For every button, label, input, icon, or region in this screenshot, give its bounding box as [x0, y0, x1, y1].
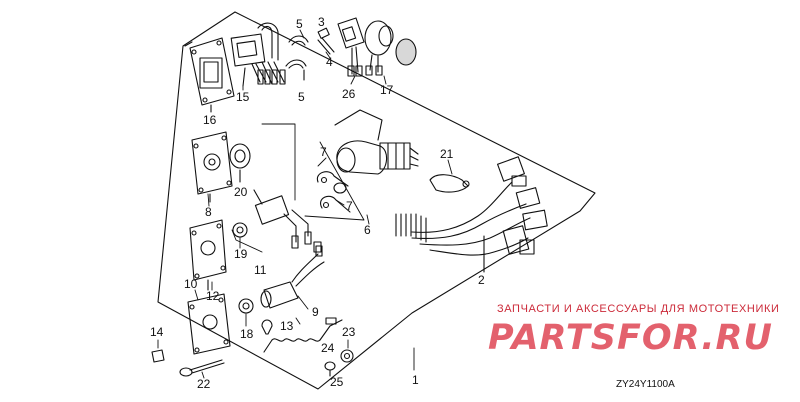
panel-12 — [189, 219, 227, 291]
key-7a — [316, 171, 349, 187]
band-clip-21 — [429, 174, 470, 193]
callout-2: 2 — [478, 273, 485, 287]
callout-20: 20 — [234, 185, 248, 199]
callout-17: 17 — [380, 83, 394, 97]
callout-labels: 1 2 3 4 5 5 6 7 7 8 9 10 11 12 13 14 15 … — [150, 15, 485, 391]
callout-15: 15 — [236, 90, 250, 104]
callout-25: 25 — [330, 375, 344, 389]
ring-6 — [333, 182, 347, 194]
clip-13 — [261, 319, 273, 335]
switch-15 — [230, 22, 286, 87]
callout-12: 12 — [206, 289, 220, 303]
callout-5a: 5 — [296, 17, 303, 31]
wire-harness-2 — [395, 156, 548, 273]
coil-wire-13 — [263, 317, 343, 353]
buzzer-17 — [364, 20, 417, 76]
nut-18 — [238, 298, 254, 314]
assembly-outline — [157, 11, 596, 390]
callout-22: 22 — [197, 377, 211, 391]
watermark-logo: PARTSFOR.RU — [488, 318, 773, 358]
callout-24: 24 — [321, 341, 335, 355]
diagram-code: ZY24Y1100A — [616, 379, 675, 390]
callout-3: 3 — [318, 15, 325, 29]
panel-16 — [189, 37, 235, 113]
toggle-switch-11 — [253, 189, 322, 253]
clips-5 — [285, 35, 309, 81]
callout-10: 10 — [184, 277, 198, 291]
callout-1: 1 — [412, 373, 419, 387]
screw-22 — [179, 359, 225, 377]
callout-13: 13 — [280, 319, 294, 333]
watermark-tagline: ЗАПЧАСТИ И АКСЕССУАРЫ ДЛЯ МОТОТЕХНИКИ — [497, 303, 780, 315]
callout-18: 18 — [240, 327, 254, 341]
leader-lines — [157, 29, 453, 379]
clip-nut-14 — [151, 349, 165, 363]
callout-21: 21 — [440, 147, 454, 161]
ignition-switch-6 — [334, 109, 419, 175]
nut-19 — [232, 222, 248, 238]
callout-6: 6 — [364, 223, 371, 237]
bolt-3 — [317, 27, 330, 39]
washer-24 — [324, 361, 336, 371]
pin-4 — [317, 37, 335, 55]
callout-11: 11 — [254, 263, 267, 277]
callout-26: 26 — [342, 87, 356, 101]
callout-7a: 7 — [320, 145, 327, 159]
grommet-20 — [229, 143, 251, 169]
callout-14: 14 — [150, 325, 164, 339]
panel-10 — [187, 293, 231, 355]
callout-19: 19 — [234, 247, 248, 261]
switch-26 — [337, 17, 365, 77]
bracket-6 — [304, 141, 365, 221]
panel-8 — [191, 131, 233, 203]
nut-23 — [340, 349, 354, 363]
push-switch-9 — [260, 245, 325, 309]
callout-23: 23 — [342, 325, 356, 339]
callout-9: 9 — [312, 305, 319, 319]
callout-8: 8 — [205, 205, 212, 219]
callout-7b: 7 — [346, 199, 353, 213]
callout-5b: 5 — [298, 90, 305, 104]
callout-4: 4 — [326, 55, 333, 69]
callout-16: 16 — [203, 113, 217, 127]
